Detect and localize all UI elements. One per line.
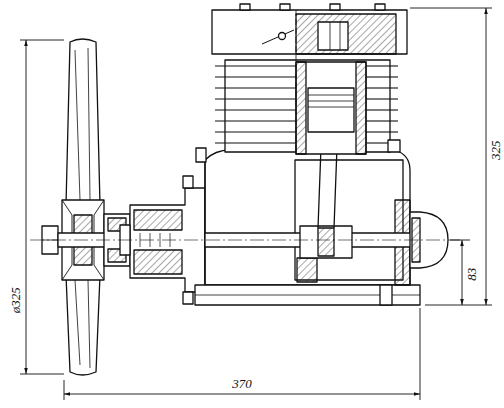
cooling-fin [215, 109, 296, 110]
cooling-fin [366, 120, 398, 121]
cooling-fin [215, 131, 296, 132]
cooling-fin [215, 87, 296, 88]
dimension-text: ø325 [9, 285, 23, 315]
cooling-fin [215, 65, 296, 66]
cooling-fin [366, 98, 398, 99]
cooling-fin [215, 142, 296, 143]
dimension-text: 370 [230, 377, 254, 391]
dimension-text: 83 [465, 265, 479, 282]
cooling-fin [215, 120, 296, 121]
cooling-fin [366, 131, 398, 132]
dimension-text: 325 [489, 138, 503, 162]
cooling-fin [366, 109, 398, 110]
cooling-fin [366, 76, 398, 77]
cooling-fin [366, 65, 398, 66]
cooling-fin [215, 76, 296, 77]
cooling-fin [366, 87, 398, 88]
cooling-fin [215, 98, 296, 99]
